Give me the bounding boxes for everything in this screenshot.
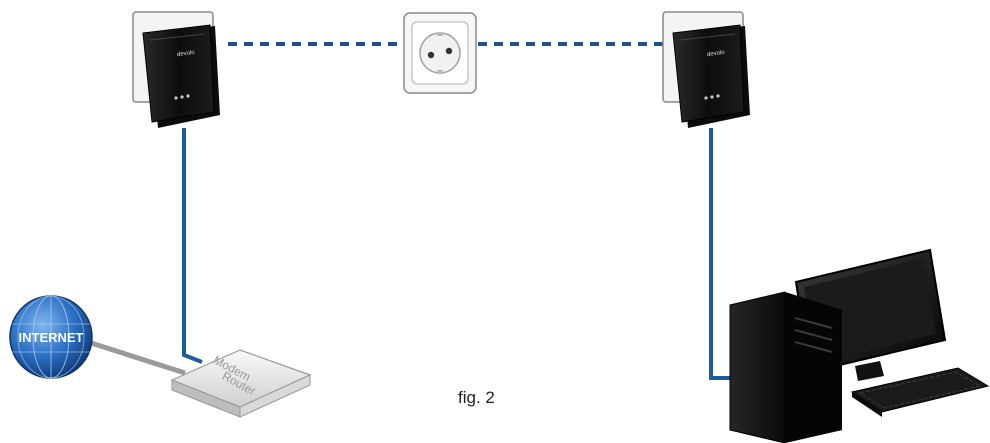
figure-caption: fig. 2 bbox=[458, 388, 495, 407]
powerline-adapter-left: devolo bbox=[132, 11, 220, 128]
adapter-brand-label: devolo bbox=[707, 50, 726, 58]
ethernet-cable-right bbox=[709, 128, 734, 380]
ethernet-cable-left bbox=[182, 128, 203, 364]
internet-cable bbox=[87, 339, 186, 376]
internet-label: INTERNET bbox=[19, 330, 84, 345]
adapter-brand-label: devolo bbox=[177, 50, 196, 58]
desktop-computer bbox=[729, 248, 990, 443]
wall-socket bbox=[403, 12, 477, 94]
modem-router: Modem Router bbox=[170, 349, 312, 418]
internet-globe-icon: INTERNET bbox=[9, 295, 93, 379]
powerline-adapter-right: devolo bbox=[662, 11, 750, 128]
